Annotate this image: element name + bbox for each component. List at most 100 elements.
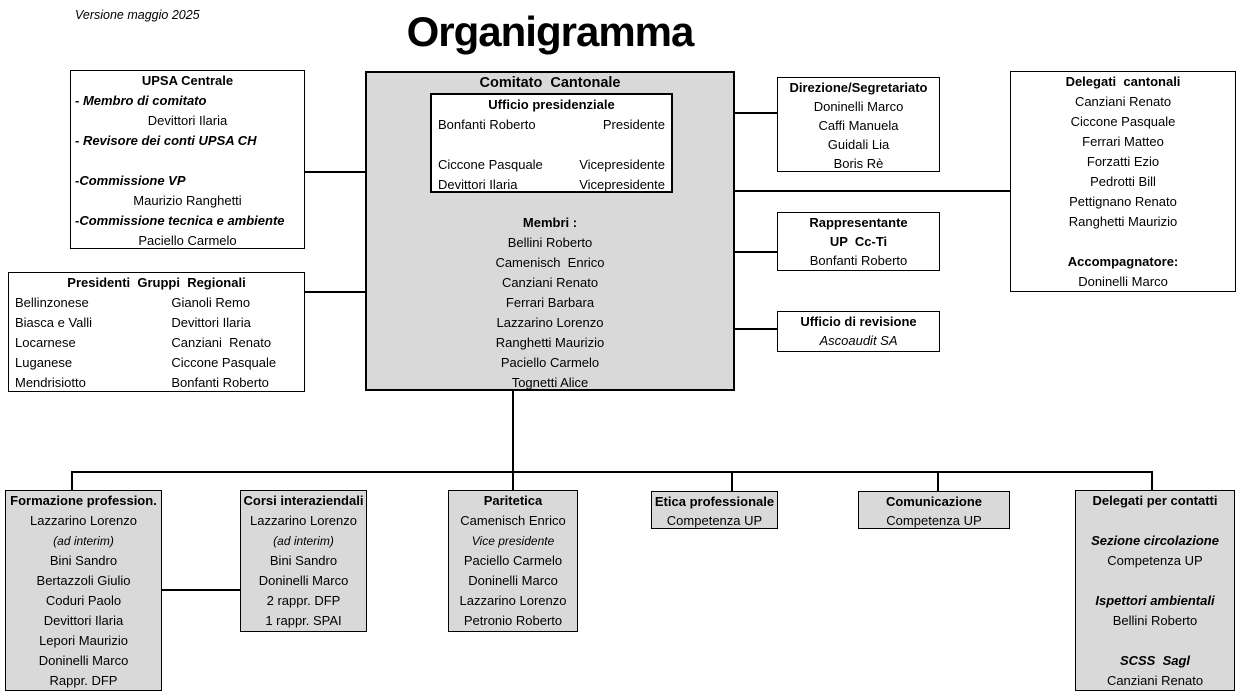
- member-name: Canziani Renato: [501, 275, 599, 290]
- delegati-cantonali-title: Delegati cantonali: [1065, 74, 1181, 89]
- presidenti-row: Biasca e Valli Devittori Ilaria: [9, 313, 304, 333]
- member-name: Forzatti Ezio: [1086, 154, 1160, 169]
- comunicazione-title: Comunicazione: [885, 494, 983, 509]
- member-name: Doninelli Marco: [468, 573, 558, 588]
- delegati-cantonali-box: Delegati cantonali Canziani Renato Cicco…: [1010, 71, 1236, 292]
- rappresentante-title-line2: UP Cc-Ti: [829, 234, 888, 249]
- upsa-centrale-box: UPSA Centrale - Membro di comitato Devit…: [70, 70, 305, 249]
- member-name: Guidali Lia: [827, 137, 890, 152]
- region-name: Biasca e Valli: [15, 315, 93, 330]
- presidenti-row: Mendrisiotto Bonfanti Roberto: [9, 373, 304, 393]
- president-name: Ciccone Pasquale: [171, 355, 277, 370]
- ufficio-title: Ufficio presidenziale: [488, 97, 615, 112]
- member-name: Lepori Maurizio: [39, 633, 128, 648]
- accompagnatore-label: Accompagnatore:: [1067, 254, 1179, 269]
- member-name: Ferrari Matteo: [1082, 134, 1164, 149]
- member-name: Bertazzoli Giulio: [36, 573, 131, 588]
- member-name: Pettignano Renato: [1069, 194, 1177, 209]
- formazione-title: Formazione profession.: [10, 493, 157, 508]
- upsa-centrale-title: UPSA Centrale: [141, 73, 234, 88]
- member-note: (ad interim): [273, 534, 334, 548]
- person-role: Presidente: [602, 117, 665, 132]
- connector-drop-paritetica: [512, 471, 514, 491]
- member-name: Paciello Carmelo: [463, 553, 563, 568]
- president-name: Canziani Renato: [171, 335, 272, 350]
- comitato-title: Comitato Cantonale: [479, 75, 621, 91]
- person-role: Vicepresidente: [579, 177, 665, 192]
- presidenti-row: Bellinzonese Gianoli Remo: [9, 293, 304, 313]
- comitato-cantonale-box: Comitato Cantonale Ufficio presidenziale…: [365, 71, 735, 391]
- rappresentante-title-line1: Rappresentante: [809, 215, 908, 230]
- region-name: Luganese: [15, 355, 73, 370]
- ufficio-row: [432, 135, 671, 155]
- member-name: Bini Sandro: [269, 553, 338, 568]
- presidenti-regionali-box: Presidenti Gruppi Regionali Bellinzonese…: [8, 272, 305, 392]
- member-name: Lazzarino Lorenzo: [30, 513, 137, 528]
- auditor-name: Ascoaudit SA: [819, 333, 898, 348]
- delegati-contatti-box: Delegati per contatti Sezione circolazio…: [1075, 490, 1235, 691]
- section-heading: Sezione circolazione: [1091, 533, 1219, 548]
- direzione-title: Direzione/Segretariato: [789, 80, 928, 95]
- member-name: Ranghetti Maurizio: [495, 335, 605, 350]
- presidenti-row: Luganese Ciccone Pasquale: [9, 353, 304, 373]
- member-name: Bellini Roberto: [507, 235, 593, 250]
- upsa-item: - Revisore dei conti UPSA CH: [75, 133, 257, 148]
- member-name: Canziani Renato: [1074, 94, 1172, 109]
- member-name: Lazzarino Lorenzo: [459, 593, 567, 608]
- person-role: Vicepresidente: [579, 157, 665, 172]
- connector-comitato-revisione: [735, 328, 777, 330]
- membri-label: Membri :: [522, 215, 578, 230]
- paritetica-box: Paritetica Camenisch Enrico Vice preside…: [448, 490, 578, 632]
- member-name: Lazzarino Lorenzo: [250, 513, 357, 528]
- etica-box: Etica professionale Competenza UP: [651, 491, 778, 529]
- connector-comitato-direzione: [735, 112, 777, 114]
- member-name: Coduri Paolo: [45, 593, 122, 608]
- ufficio-row: Ciccone Pasquale Vicepresidente: [432, 155, 671, 175]
- revisione-title: Ufficio di revisione: [800, 314, 917, 329]
- member-name: Ciccone Pasquale: [1070, 114, 1176, 129]
- region-name: Bellinzonese: [15, 295, 89, 310]
- corsi-box: Corsi interaziendali Lazzarino Lorenzo (…: [240, 490, 367, 632]
- ufficio-presidenziale-box: Ufficio presidenziale Bonfanti Roberto P…: [430, 93, 673, 193]
- member-name: Bonfanti Roberto: [809, 253, 908, 268]
- connector-drop-formazione: [71, 471, 73, 491]
- member-name: Ranghetti Maurizio: [1068, 214, 1178, 229]
- page-title: Organigramma: [406, 8, 695, 55]
- member-name: Doninelli Marco: [1078, 274, 1168, 289]
- member-role: Vice presidente: [471, 534, 555, 548]
- member-name: Caffi Manuela: [818, 118, 899, 133]
- competence-label: Competenza UP: [666, 513, 763, 528]
- presidenti-regionali-title: Presidenti Gruppi Regionali: [67, 275, 246, 290]
- delegati-contatti-title: Delegati per contatti: [1092, 493, 1218, 508]
- member-name: Doninelli Marco: [258, 573, 349, 588]
- member-name: Paciello Carmelo: [500, 355, 600, 370]
- upsa-item: -Commissione tecnica e ambiente: [75, 213, 285, 228]
- spacer-row: [1076, 571, 1234, 591]
- member-name: Petronio Roberto: [463, 613, 563, 628]
- upsa-item: Paciello Carmelo: [138, 233, 237, 248]
- region-name: Locarnese: [15, 335, 76, 350]
- spacer-row: [1076, 631, 1234, 651]
- etica-title: Etica professionale: [654, 494, 775, 509]
- section-heading: Ispettori ambientali: [1095, 593, 1215, 608]
- paritetica-title: Paritetica: [483, 493, 543, 508]
- connector-comitato-down: [512, 391, 514, 472]
- spacer-row: [1076, 511, 1234, 531]
- person-name: Ciccone Pasquale: [438, 157, 543, 172]
- member-name: Doninelli Marco: [813, 99, 904, 114]
- member-name: 1 rappr. SPAI: [265, 613, 342, 628]
- member-name: Canziani Renato: [1106, 673, 1204, 688]
- member-name: Tognetti Alice: [511, 375, 589, 390]
- member-name: Rappr. DFP: [49, 673, 118, 688]
- region-name: Mendrisiotto: [15, 375, 86, 390]
- connector-drop-delegati-contatti: [1151, 471, 1153, 491]
- member-name: Pedrotti Bill: [1090, 174, 1156, 189]
- member-name: Lazzarino Lorenzo: [496, 315, 604, 330]
- member-name: Devittori Ilaria: [43, 613, 124, 628]
- presidenti-row: Locarnese Canziani Renato: [9, 333, 304, 353]
- upsa-item: -Commissione VP: [75, 173, 186, 188]
- person-name: Bonfanti Roberto: [438, 117, 536, 132]
- connector-bottom-span: [71, 471, 1152, 473]
- upsa-item: Maurizio Ranghetti: [133, 193, 242, 208]
